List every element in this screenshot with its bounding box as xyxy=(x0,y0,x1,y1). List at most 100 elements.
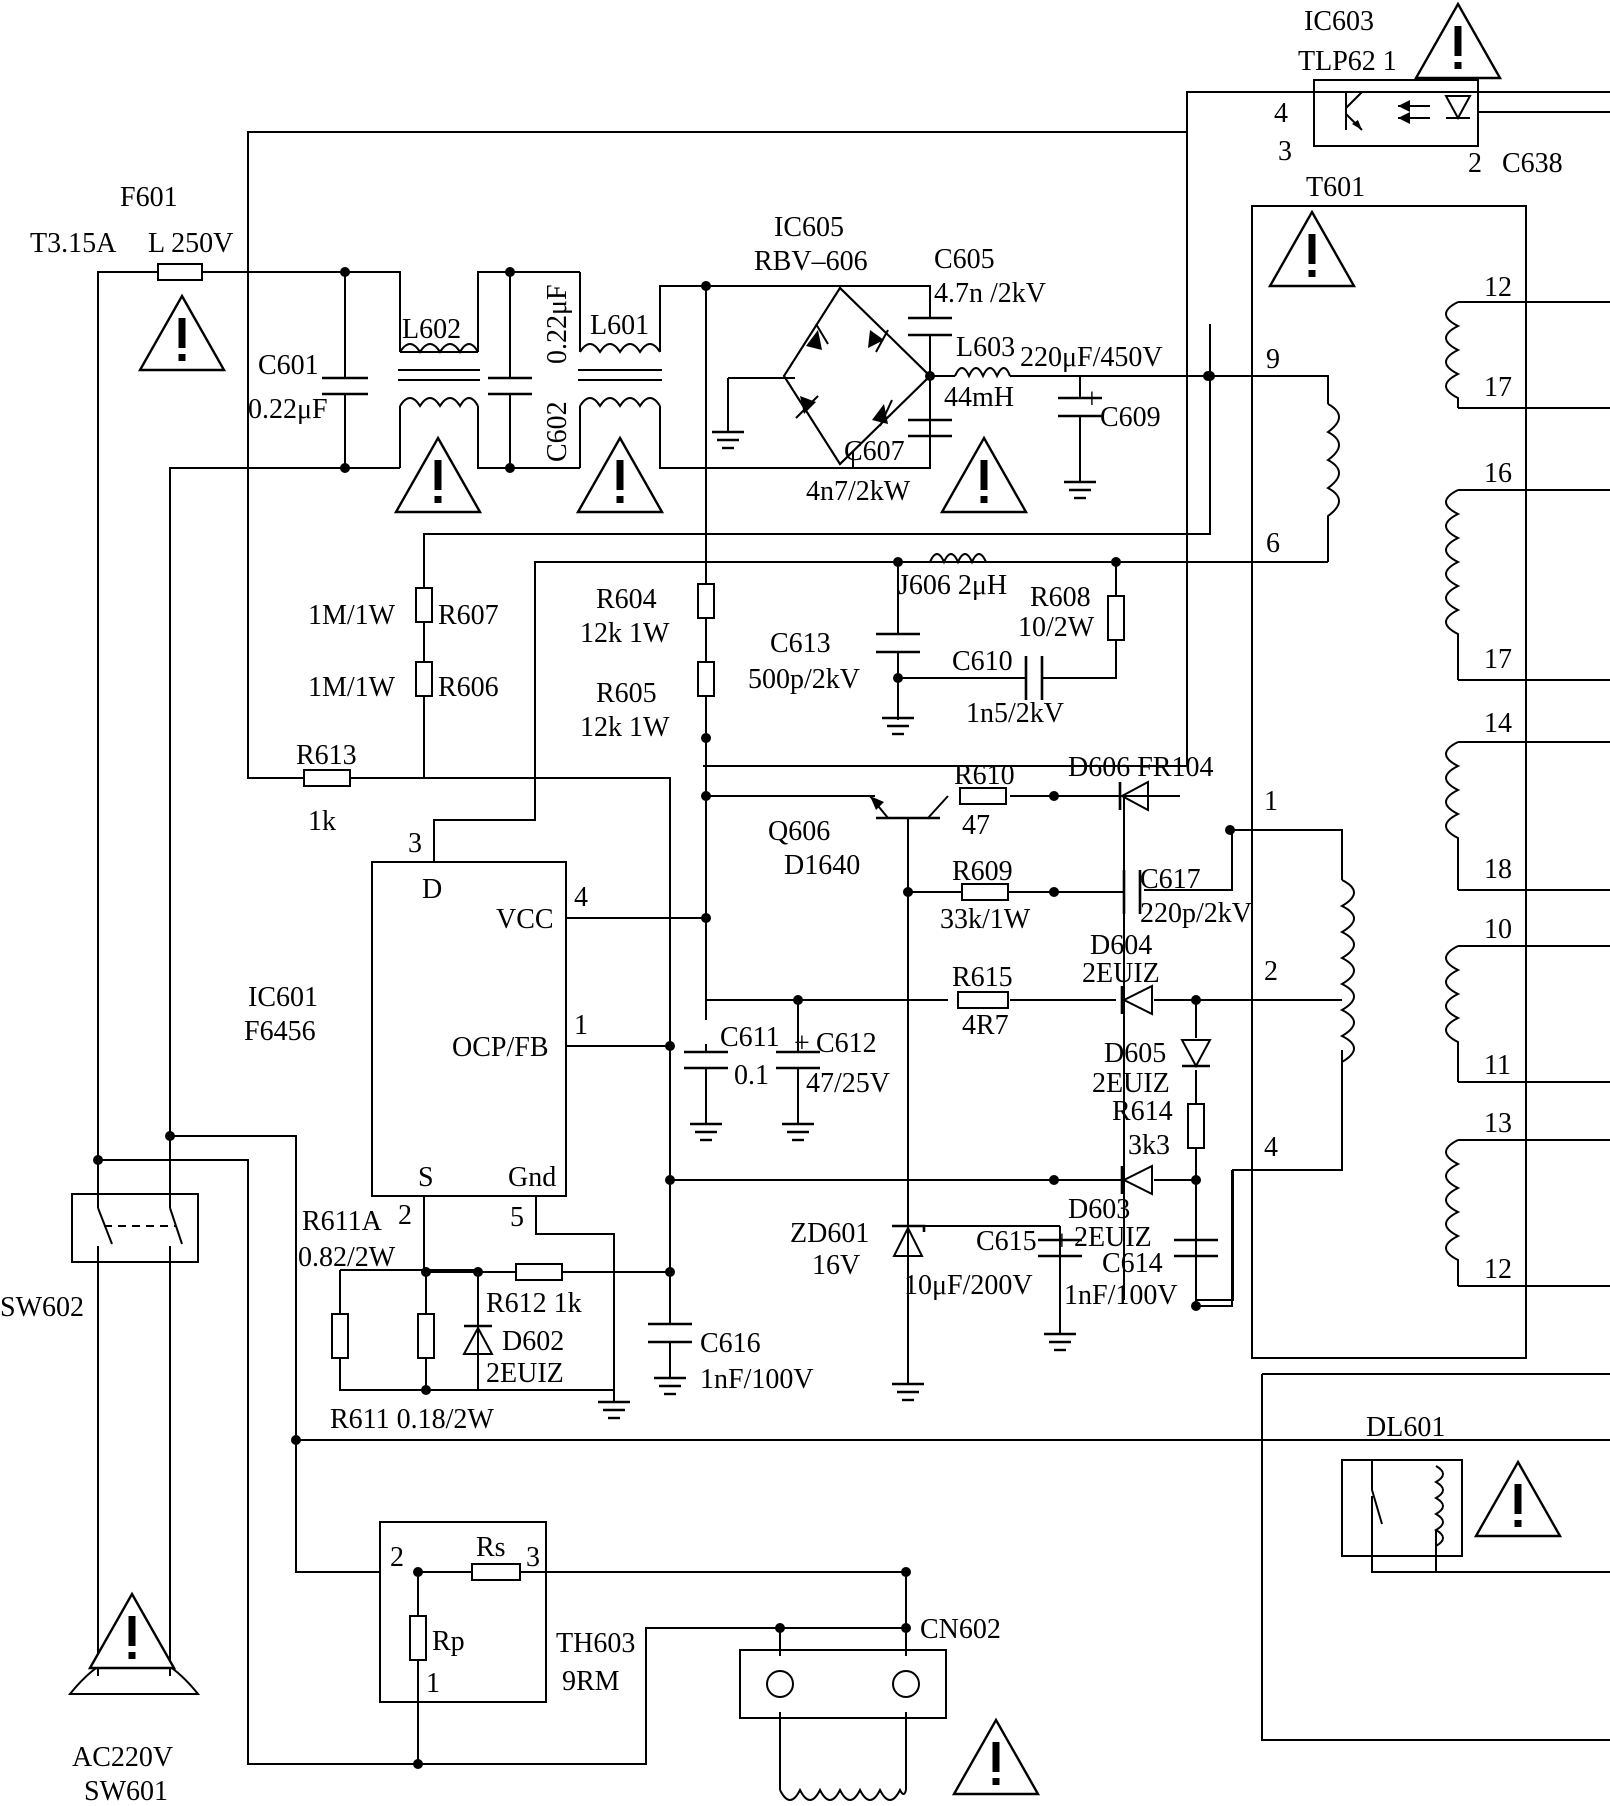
f601-ref: F601 xyxy=(120,182,178,213)
ic603-ref: IC603 xyxy=(1304,6,1374,37)
pin-6: 6 xyxy=(1266,528,1280,559)
c615-plus: + xyxy=(1054,1226,1070,1257)
capacitor-c613 xyxy=(876,632,920,654)
c615-value: 10μF/200V xyxy=(904,1270,1033,1301)
c616-ref: C616 xyxy=(700,1328,761,1359)
capacitor-c616 xyxy=(648,1322,692,1344)
ic601-part: F6456 xyxy=(244,1016,316,1047)
connector-cn602 xyxy=(739,1649,947,1801)
ic603-part: TLP62 1 xyxy=(1298,46,1397,77)
r615-ref: R615 xyxy=(952,962,1013,993)
ic603-pin2: 2 xyxy=(1468,148,1482,179)
r614-ref: R614 xyxy=(1112,1096,1173,1127)
warning-icon xyxy=(1414,2,1502,80)
diode-d604 xyxy=(1120,984,1153,1016)
c611-ref: C611 xyxy=(720,1022,780,1053)
c616-value: 1nF/100V xyxy=(700,1364,814,1395)
choke-l601 xyxy=(578,343,662,408)
c609-plus: + xyxy=(1084,384,1100,415)
ic601-s: S xyxy=(418,1162,434,1193)
choke-l602 xyxy=(398,343,480,408)
capacitor-c605 xyxy=(908,316,952,337)
c615-ref: C615 xyxy=(976,1226,1037,1257)
c610-value: 1n5/2kV xyxy=(966,698,1064,729)
d604-part: 2EUIZ xyxy=(1082,958,1160,989)
warning-icon xyxy=(940,436,1028,514)
r604-ref: R604 xyxy=(596,584,657,615)
ic605-part: RBV–606 xyxy=(754,246,868,277)
optocoupler-ic603 xyxy=(1313,79,1479,147)
zd601-value: 16V xyxy=(812,1250,860,1281)
transformer-t601-frame xyxy=(1251,205,1527,1359)
thermistor-th603 xyxy=(379,1521,547,1703)
capacitor-c614 xyxy=(1174,1238,1218,1258)
c612-ref: + xyxy=(794,1028,810,1059)
pin-12-bottom: 12 xyxy=(1484,1254,1512,1285)
inductor-j606 xyxy=(898,553,1116,565)
diode-d606 xyxy=(1118,780,1149,812)
q606-ref: Q606 xyxy=(768,816,830,847)
t601-label: T601 xyxy=(1306,172,1365,203)
capacitor-c612 xyxy=(776,1050,820,1070)
c613-ref: C613 xyxy=(770,628,831,659)
ic601-ocp-fb: OCP/FB xyxy=(452,1032,549,1063)
r605-value: 12k 1W xyxy=(580,712,670,743)
r610-value: 47 xyxy=(962,810,990,841)
resistor-r610 xyxy=(959,787,1007,805)
c607-ref: C607 xyxy=(844,436,905,467)
sw602-label: SW602 xyxy=(0,1292,84,1323)
pin-9: 9 xyxy=(1266,344,1280,375)
capacitor-c601 xyxy=(322,376,368,396)
d605-ref: D605 xyxy=(1104,1038,1166,1069)
pin-10: 10 xyxy=(1484,914,1512,945)
pin-12-top: 12 xyxy=(1484,272,1512,303)
ac220v-label: AC220V xyxy=(72,1742,173,1773)
pin-18: 18 xyxy=(1484,854,1512,885)
c605-value: 4.7n /2kV xyxy=(934,278,1046,309)
inductor-l603 xyxy=(954,367,1011,379)
c638-label: C638 xyxy=(1502,148,1563,179)
warning-icon xyxy=(88,1592,176,1670)
pin-17-mid: 17 xyxy=(1484,644,1512,675)
cn602-label: CN602 xyxy=(920,1614,1001,1645)
r611a-ref: R611A xyxy=(302,1206,383,1237)
c613-value: 500p/2kV xyxy=(748,664,860,695)
rs-label: Rs xyxy=(476,1532,506,1563)
ic601-ref: IC601 xyxy=(248,982,318,1013)
warning-icon xyxy=(1268,210,1356,288)
switch-sw602 xyxy=(71,1193,199,1263)
d604-ref: D604 xyxy=(1090,930,1152,961)
ic605-ref: IC605 xyxy=(774,212,844,243)
c610-ref: C610 xyxy=(952,646,1013,677)
r610-ref: R610 xyxy=(954,760,1015,791)
r607-ref: R607 xyxy=(438,600,499,631)
secondary-windings xyxy=(1445,301,1461,1286)
pin-11: 11 xyxy=(1484,1050,1511,1081)
pin-13: 13 xyxy=(1484,1108,1512,1139)
resistor-r607 xyxy=(415,587,433,623)
c602-value: 0.22μF xyxy=(542,284,573,364)
capacitor-c615 xyxy=(1038,1238,1082,1258)
zd601-ref: ZD601 xyxy=(790,1218,869,1249)
c601-ref: C601 xyxy=(258,350,319,381)
j606-label: J606 2μH xyxy=(898,570,1007,601)
d603-part: 2EUIZ xyxy=(1074,1222,1152,1253)
bridge-rectifier-ic605 xyxy=(782,286,932,466)
labels: IC603 TLP62 1 4 3 2 C638 T601 F601 T3.15… xyxy=(0,6,1563,1806)
d602-ref: D602 xyxy=(502,1326,564,1357)
relay-dl601 xyxy=(1341,1459,1463,1572)
ic601-pin3: 3 xyxy=(408,828,422,859)
resistor-r614 xyxy=(1187,1103,1205,1149)
r606-ref: R606 xyxy=(438,672,499,703)
q606-part: D1640 xyxy=(784,850,860,881)
l603-value: 44mH xyxy=(944,382,1014,413)
aux-pin-2: 2 xyxy=(1264,956,1278,987)
r612-label: R612 1k xyxy=(486,1288,582,1319)
c614-value: 1nF/100V xyxy=(1064,1280,1178,1311)
l603-ref: L603 xyxy=(956,332,1015,363)
c605-ref: C605 xyxy=(934,244,995,275)
rp-label: Rp xyxy=(432,1626,465,1657)
resistor-r609 xyxy=(961,883,1009,901)
ic601-pin4: 4 xyxy=(574,882,588,913)
d603-ref: D603 xyxy=(1068,1194,1130,1225)
